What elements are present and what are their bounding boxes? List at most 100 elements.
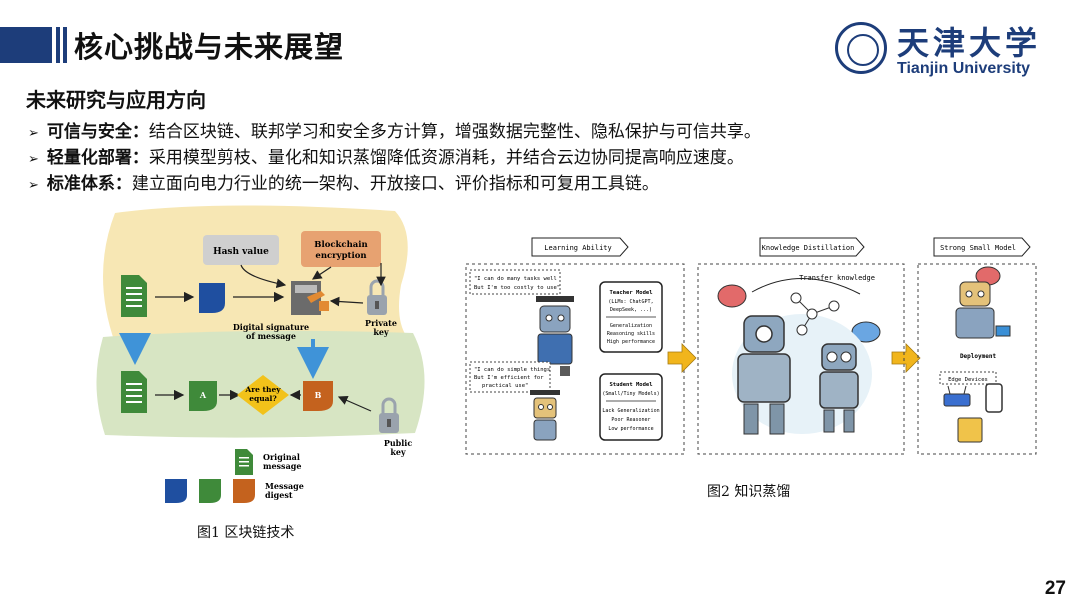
legend-orange-digest [233, 479, 255, 503]
legend-green-digest [199, 479, 221, 503]
title-accent-bar [0, 27, 52, 63]
diagram-label: But I'm efficient for [474, 375, 544, 381]
learning-ability-banner: Learning Ability [531, 237, 629, 257]
teacher-robot-icon [536, 296, 574, 376]
hash-value-box [203, 235, 279, 265]
diagram-label: Blockchain [314, 240, 367, 250]
arrow-bullet-icon: ➢ [28, 152, 39, 167]
university-logo: 天津大学 Tianjin University [835, 22, 1040, 80]
diagram-label: "I can do many tasks well [474, 276, 557, 282]
compare-diamond [237, 375, 289, 415]
bullet-text: 建立面向电力行业的统一架构、开放接口、评价指标和可复用工具链。 [131, 174, 659, 194]
figure1-caption: 图1 区块链技术 [197, 525, 295, 541]
network-graph-icon [790, 292, 840, 336]
student-small-robot-icon [819, 343, 859, 433]
section-heading: 未来研究与应用方向 [26, 88, 206, 112]
teacher-brain-icon [717, 284, 747, 308]
logo-chinese-name: 天津大学 [897, 24, 1042, 62]
teacher-large-robot-icon [737, 315, 791, 435]
diagram-label: Lack Generalization [602, 408, 659, 414]
diagram-label: Edge Devices [948, 377, 988, 383]
bullet-separator: ： [114, 174, 132, 194]
digest-b-shape [303, 381, 333, 411]
blockchain-encryption-box [301, 231, 381, 267]
diagram-label: Digital signature [233, 322, 309, 332]
strong-small-model-banner: Strong Small Model [933, 237, 1031, 257]
digest-a-shape [189, 381, 217, 411]
legend-document-icon [235, 449, 253, 475]
deployment-panel [917, 263, 1037, 455]
diagram-label: equal? [249, 394, 277, 403]
diagram-label: Knowledge Distillation [762, 244, 855, 252]
diagram-label: DeepSeek, ...) [610, 307, 652, 313]
diagram-label: Hash value [213, 247, 269, 257]
diagram-label: practical use" [482, 383, 528, 389]
phone-icon [985, 383, 1003, 413]
bullet-item: ➢ 轻量化部署：采用模型剪枝、量化和知识蒸馏降低资源消耗，并结合云边协同提高响应速… [28, 146, 761, 172]
diagram-label: Generalization [610, 323, 652, 329]
flow-arrow-icon [891, 343, 921, 373]
diagram-label: Strong Small Model [940, 244, 1016, 252]
legend-blue-digest [165, 479, 187, 503]
title-accent-stripe [56, 27, 60, 63]
bullet-item: ➢ 标准体系：建立面向电力行业的统一架构、开放接口、评价指标和可复用工具链。 [28, 172, 761, 198]
diagram-label: Low performance [608, 426, 653, 432]
bullet-separator: ： [131, 122, 149, 142]
diagram-label: A [199, 390, 207, 400]
bullet-text: 采用模型剪枝、量化和知识蒸馏降低资源消耗，并结合云边协同提高响应速度。 [148, 148, 744, 168]
knowledge-distillation-diagram: Learning Ability Knowledge Distillation … [465, 237, 1037, 455]
diagram-label: Message [265, 481, 304, 491]
page-number: 27 [1044, 578, 1066, 599]
slide-title: 核心挑战与未来展望 [74, 30, 345, 64]
arrow-bullet-icon: ➢ [28, 178, 39, 193]
diagram-label: Poor Reasoner [611, 417, 650, 423]
diagram-label: Transfer knowledge [799, 274, 875, 282]
student-model-card [599, 373, 663, 441]
diagram-label: Learning Ability [544, 244, 611, 252]
diagram-label: digest [265, 490, 293, 500]
smart-meter-icon [957, 417, 983, 443]
router-icon [943, 385, 971, 407]
diagram-label: But I'm too costly to use" [474, 285, 560, 291]
blue-digest-shape [199, 283, 225, 313]
bullet-text: 结合区块链、联邦学习和安全多方计算，增强数据完整性、隐私保护与可信共享。 [148, 122, 761, 142]
bullet-separator: ： [131, 148, 149, 168]
bullet-keyword: 轻量化部署 [46, 148, 132, 168]
diagram-label: (LLMs: ChatGPT, [608, 299, 653, 305]
diagram-label: High performance [607, 339, 655, 345]
diagram-label: Deployment [960, 353, 997, 360]
diagram-label: encryption [315, 251, 366, 261]
diagram-label: Are they [244, 385, 281, 394]
flow-arrow-icon [667, 343, 697, 373]
logo-english-name: Tianjin University [897, 60, 1031, 77]
digital-signature-icon [291, 281, 329, 315]
diagram-label: Private [365, 318, 397, 328]
diagram-label: key [373, 327, 389, 337]
strong-small-robot-icon [955, 266, 1011, 339]
title-accent-stripe [63, 27, 67, 63]
distillation-panel [697, 263, 905, 455]
bullet-keyword: 可信与安全 [46, 122, 132, 142]
bullet-item: ➢ 可信与安全：结合区块链、联邦学习和安全多方计算，增强数据完整性、隐私保护与可信… [28, 120, 761, 146]
document-icon [121, 371, 147, 413]
diagram-label: key [390, 447, 406, 457]
diagram-label: Public [384, 438, 413, 448]
diagram-label: of message [246, 331, 296, 341]
diagram-label: Teacher Model [609, 290, 652, 296]
arrow-bullet-icon: ➢ [28, 126, 39, 141]
figure2-caption: 图2 知识蒸馏 [707, 484, 791, 500]
bullet-keyword: 标准体系 [46, 174, 115, 194]
blockchain-diagram: Hash value Blockchain encryption Digital… [96, 205, 425, 503]
document-icon [121, 275, 147, 317]
diagram-label: message [263, 461, 301, 471]
diagram-label: "I can do simple things [474, 367, 550, 373]
knowledge-distillation-banner: Knowledge Distillation [759, 237, 865, 257]
diagram-label: B [315, 390, 322, 400]
university-seal-icon [835, 22, 887, 74]
edge-devices-box [939, 371, 997, 385]
diagram-label: Original [263, 452, 300, 462]
student-brain-icon [851, 321, 881, 343]
student-robot-icon [530, 390, 560, 441]
diagram-label: (Small/Tiny Models) [602, 391, 659, 397]
bullet-list: ➢可信与安全：结合区块链、联邦学习和安全多方计算，增强数据完整性、隐私保护与可信… [28, 120, 761, 198]
